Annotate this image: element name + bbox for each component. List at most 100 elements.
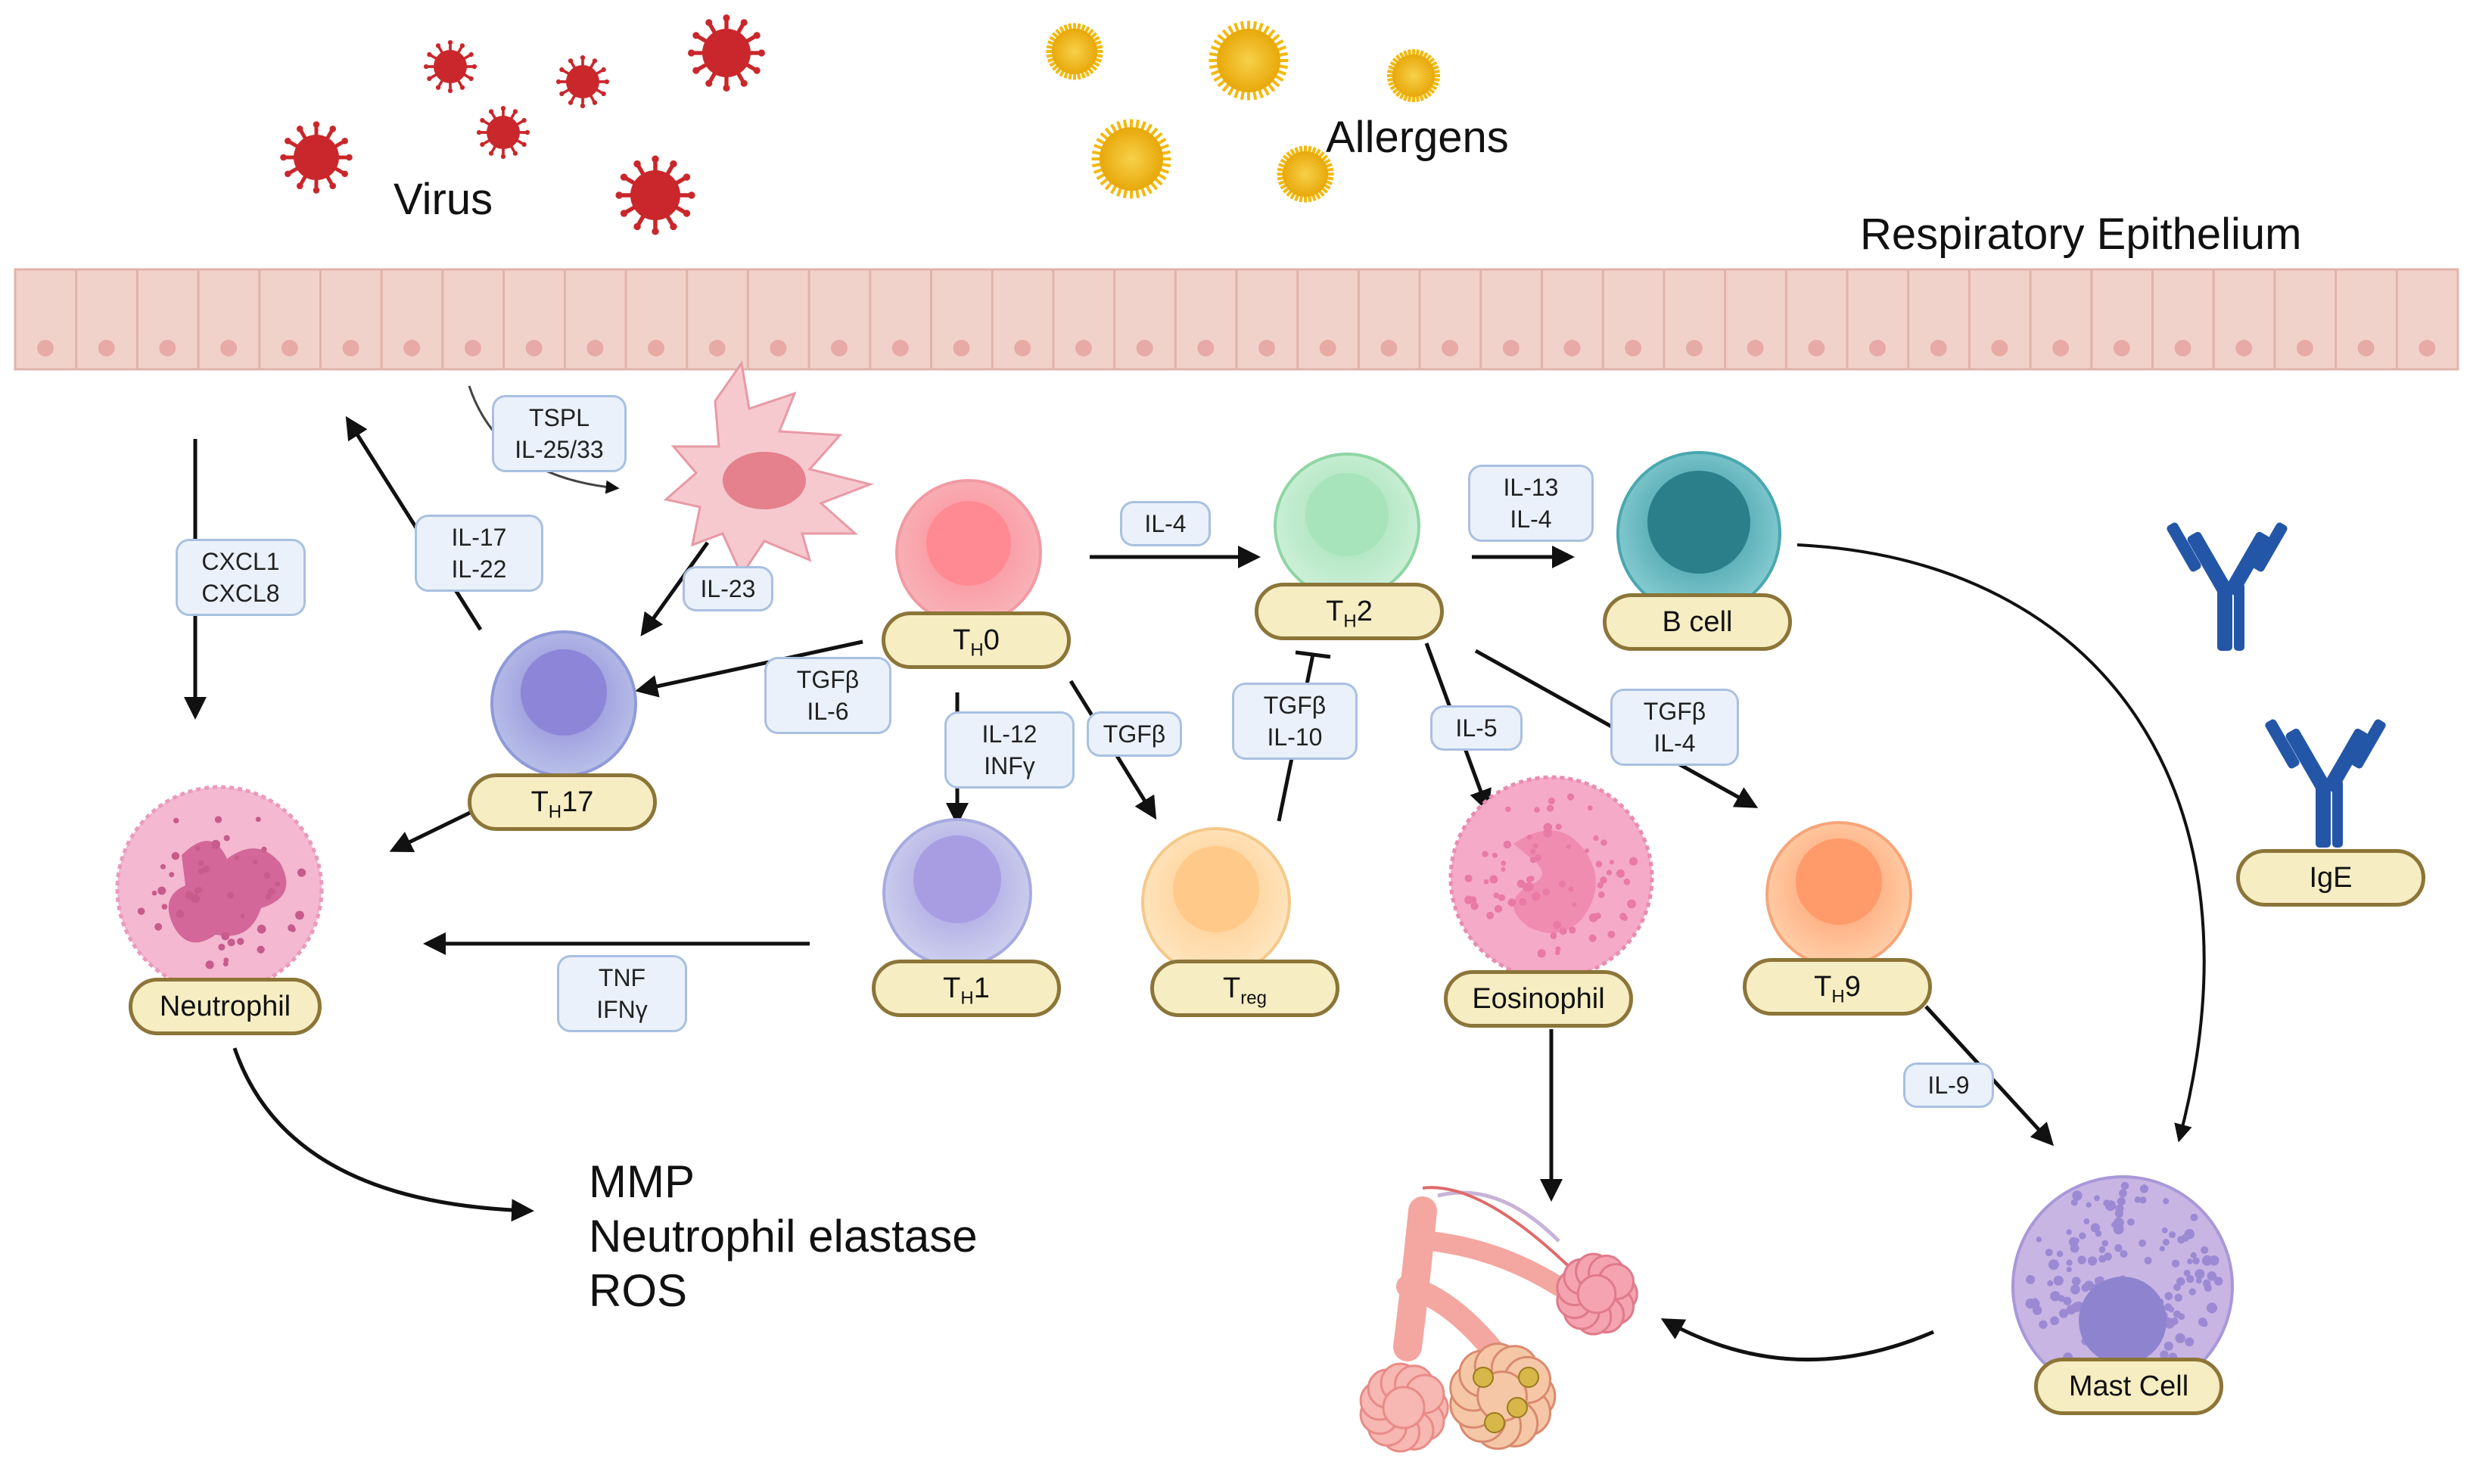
epithelial-cell-nucleus	[2419, 340, 2436, 356]
epithelial-cell-nucleus	[831, 340, 848, 356]
mast-cell-granule	[2077, 1255, 2086, 1265]
epithelial-cell-nucleus	[1075, 340, 1092, 356]
mast-cell-granule	[2139, 1239, 2146, 1247]
cytokine-il9: IL-9	[1903, 1062, 1994, 1108]
mast-cell-granule	[2050, 1291, 2061, 1302]
eosinophil-granule	[1597, 891, 1605, 898]
epithelial-cell-nucleus	[342, 340, 359, 356]
eosinophil-granule	[1501, 860, 1507, 866]
eosinophil-granule	[1622, 915, 1628, 921]
mucus-plug	[1518, 1367, 1539, 1388]
epithelial-cell-nucleus	[1991, 340, 2008, 356]
eosinophil-granule	[1566, 844, 1572, 849]
neutrophil-granule	[154, 922, 163, 931]
eosinophil-granule	[1548, 797, 1555, 804]
treg-cell	[1141, 827, 1291, 977]
label-mast-cell: Mast Cell	[2034, 1358, 2223, 1415]
neutrophil-granule	[137, 907, 145, 915]
eosinophil-granules	[1464, 793, 1638, 958]
neutrophil-granule	[265, 893, 272, 900]
mast-cell-granule	[2159, 1246, 2166, 1252]
virus-icon	[688, 14, 765, 92]
neutrophil-cell	[115, 785, 324, 994]
eosinophil-granule	[1464, 874, 1473, 882]
eosinophil-granule	[1516, 879, 1526, 888]
mast-cell-granule	[2161, 1227, 2168, 1234]
lung-alveoli	[1359, 1186, 1638, 1453]
epithelial-cell-nucleus	[1136, 340, 1153, 356]
neutrophil-granule	[173, 817, 179, 824]
neutrophil-granule	[223, 957, 229, 963]
epithelial-cell-nucleus	[525, 340, 543, 356]
mast-cell-granule	[2032, 1298, 2039, 1305]
neutrophil-granule	[257, 945, 265, 954]
neutrophil-granule	[176, 910, 185, 918]
alveoli-clusters	[1359, 1252, 1638, 1453]
epithelial-cell-nucleus	[1685, 340, 1703, 356]
mast-cell-granule	[2026, 1274, 2036, 1284]
eosinophil-granule	[1559, 927, 1567, 935]
eosinophil-granule	[1566, 793, 1575, 801]
epithelial-cell-nucleus	[281, 340, 298, 356]
mast-cell-granule	[2032, 1305, 2042, 1315]
mast-cell-granule	[2066, 1229, 2072, 1235]
mast-cell-granule	[2111, 1221, 2117, 1228]
label-th1: TH1	[872, 960, 1061, 1017]
mast-cell-granule	[2201, 1246, 2209, 1254]
label-th2: TH2	[1255, 583, 1444, 640]
mast-cell-granule	[2054, 1276, 2063, 1285]
neutrophil-granule	[237, 938, 244, 945]
arrow-dendritic-to-th17	[640, 541, 710, 636]
eosinophil-granule	[1546, 804, 1554, 812]
label-ige: IgE	[2236, 849, 2425, 907]
allergens-heading: Allergens	[1326, 113, 1509, 162]
epithelial-cell-nucleus	[770, 340, 787, 356]
epithelial-cell-nucleus	[586, 340, 604, 356]
mast-cell-granule	[2070, 1243, 2079, 1253]
eosinophil-granule	[1594, 913, 1601, 919]
arrow-bcell-to-mastcell	[1796, 543, 2206, 1143]
dendritic-cell	[663, 360, 874, 578]
epithelial-cell-nucleus	[1563, 340, 1581, 356]
output-ros: ROS	[589, 1265, 688, 1316]
allergen-icon	[1046, 23, 1103, 80]
neutrophil-outputs: MMP Neutrophil elastase ROS	[589, 1155, 978, 1318]
neutrophil-granule	[171, 851, 180, 860]
neutrophil-granule	[205, 960, 214, 969]
virus-icon	[476, 105, 530, 160]
mast-cell-granule	[2163, 1341, 2173, 1351]
mast-cell-granule	[2178, 1313, 2185, 1321]
neutrophil-granule	[157, 886, 166, 895]
eosinophil-granule	[1534, 807, 1540, 813]
neutrophil-granule	[255, 817, 261, 823]
mast-cell-granule	[2070, 1284, 2080, 1295]
eosinophil-granule	[1498, 894, 1506, 901]
neutrophil-granule	[194, 845, 201, 851]
b-cell	[1616, 451, 1781, 616]
label-th9: TH9	[1743, 958, 1932, 1016]
eosinophil-granule	[1464, 895, 1473, 904]
eosinophil-granule	[1542, 888, 1551, 896]
mast-cell-granule	[2104, 1200, 2117, 1212]
label-treg: Treg	[1150, 960, 1339, 1017]
label-th0: TH0	[882, 611, 1071, 669]
epithelial-cell-nucleus	[1319, 340, 1336, 356]
mast-cell-granule	[2213, 1277, 2223, 1286]
mast-cell-granule	[2144, 1256, 2152, 1265]
mast-cell-granule	[2174, 1293, 2182, 1302]
arrow-mastcell-to-lung	[1660, 1318, 1934, 1362]
eosinophil-granule	[1519, 898, 1527, 906]
mast-cell-granule	[2115, 1204, 2124, 1213]
eosinophil-granule	[1489, 875, 1498, 884]
eosinophil-granule	[1543, 823, 1553, 832]
epithelial-cell-nucleus	[1808, 340, 1825, 356]
mast-cell-granule	[2185, 1337, 2195, 1347]
eosinophil-granule	[1530, 848, 1536, 854]
eosinophil-granule	[1532, 892, 1541, 901]
